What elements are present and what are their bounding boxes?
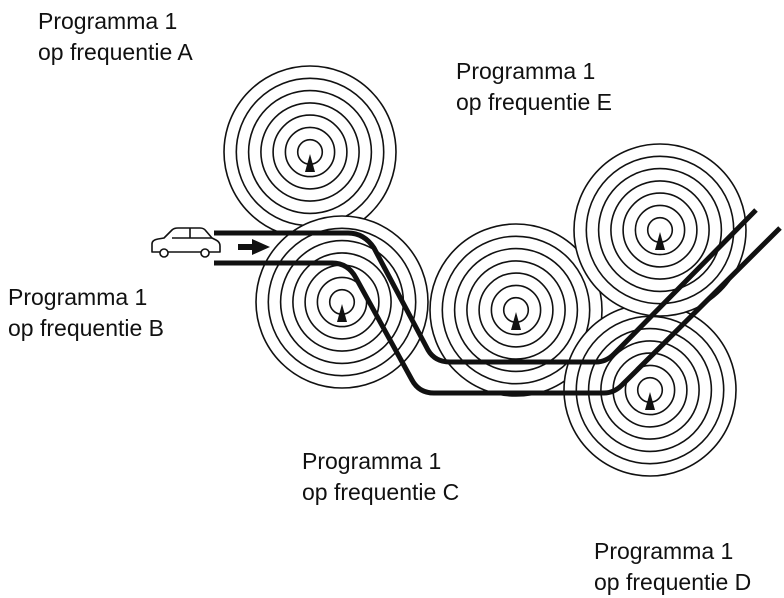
- coverage-ring: [624, 364, 676, 416]
- label-b-line1: Programma 1: [8, 284, 148, 310]
- label-d-line2: op frequentie D: [594, 569, 752, 595]
- label-frequency-a: Programma 1 op frequentie A: [38, 6, 193, 68]
- antenna-triangle-icon: [645, 392, 655, 410]
- antenna-triangle-icon: [655, 232, 665, 250]
- coverage-layer: [223, 65, 747, 477]
- coverage-ring: [490, 284, 542, 336]
- label-c-line1: Programma 1: [302, 448, 442, 474]
- coverage-ring: [260, 102, 360, 202]
- label-d-line1: Programma 1: [594, 538, 734, 564]
- antenna-triangle-icon: [337, 304, 347, 322]
- coverage-ring: [634, 204, 686, 256]
- road-edge-upper: [214, 208, 758, 365]
- label-b-line2: op frequentie B: [8, 315, 165, 341]
- diagram: Programma 1 op frequentie A Programma 1 …: [8, 6, 782, 595]
- coverage-ring: [587, 327, 713, 453]
- label-frequency-b: Programma 1 op frequentie B: [8, 282, 164, 344]
- road: [214, 208, 782, 396]
- antenna-triangle-icon: [511, 312, 521, 330]
- coverage-ring: [223, 65, 397, 239]
- coverage-ring: [563, 303, 737, 477]
- coverage-ring: [600, 340, 700, 440]
- label-a-line1: Programma 1: [38, 8, 178, 34]
- label-frequency-c: Programma 1 op frequentie C: [302, 446, 459, 508]
- coverage-ring: [478, 272, 554, 348]
- label-frequency-e: Programma 1 op frequentie E: [456, 56, 612, 118]
- diagram-canvas: [151, 65, 782, 477]
- transmitter-b: [255, 215, 429, 389]
- label-e-line2: op frequentie E: [456, 89, 613, 115]
- car-icon: [151, 227, 221, 258]
- label-c-line2: op frequentie C: [302, 479, 460, 505]
- transmitter-a: [223, 65, 397, 239]
- coverage-ring: [292, 252, 392, 352]
- coverage-ring: [622, 192, 698, 268]
- road-edge-lower: [214, 226, 782, 396]
- coverage-ring: [247, 89, 373, 215]
- coverage-ring: [453, 247, 579, 373]
- coverage-ring: [610, 180, 710, 280]
- transmitter-d: [563, 303, 737, 477]
- label-frequency-d: Programma 1 op frequentie D: [594, 536, 751, 598]
- coverage-ring: [267, 227, 417, 377]
- arrow-right-icon: [238, 239, 270, 255]
- antenna-triangle-icon: [305, 154, 315, 172]
- coverage-ring: [272, 114, 348, 190]
- label-e-line1: Programma 1: [456, 58, 596, 84]
- coverage-ring: [441, 235, 591, 385]
- transmitter-e: [573, 143, 747, 317]
- coverage-ring: [466, 260, 566, 360]
- transmitter-c: [429, 223, 603, 397]
- label-a-line2: op frequentie A: [38, 39, 193, 65]
- coverage-ring: [284, 126, 336, 178]
- coverage-ring: [597, 167, 723, 293]
